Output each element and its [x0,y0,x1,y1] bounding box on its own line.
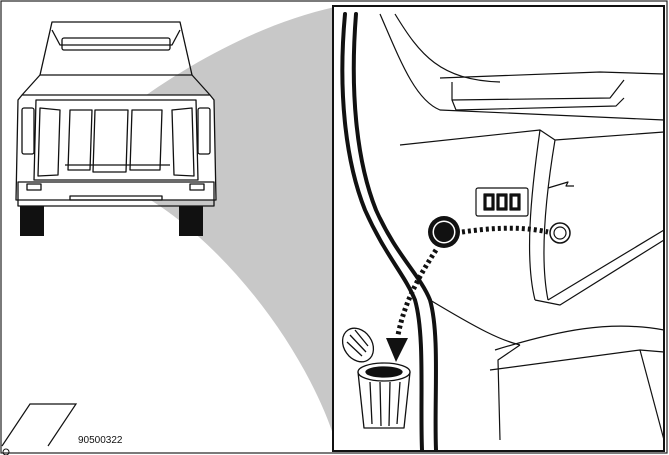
corner-dot [2,448,10,455]
down-arrow-icon [386,338,408,362]
disposal-dashed-line [395,248,439,336]
right-rear-wheel [179,206,203,236]
trunk-interior [379,13,665,441]
corner-marker [1,403,78,447]
connector-dashed-line [461,225,549,235]
power-outlet [428,216,460,248]
left-rear-wheel [20,206,44,236]
socket-outlet [549,222,571,244]
figure-code-label: 90500322 [78,435,123,446]
car-rear-view [15,21,217,207]
door-seal [340,12,438,452]
trash-bin-icon [341,327,411,429]
